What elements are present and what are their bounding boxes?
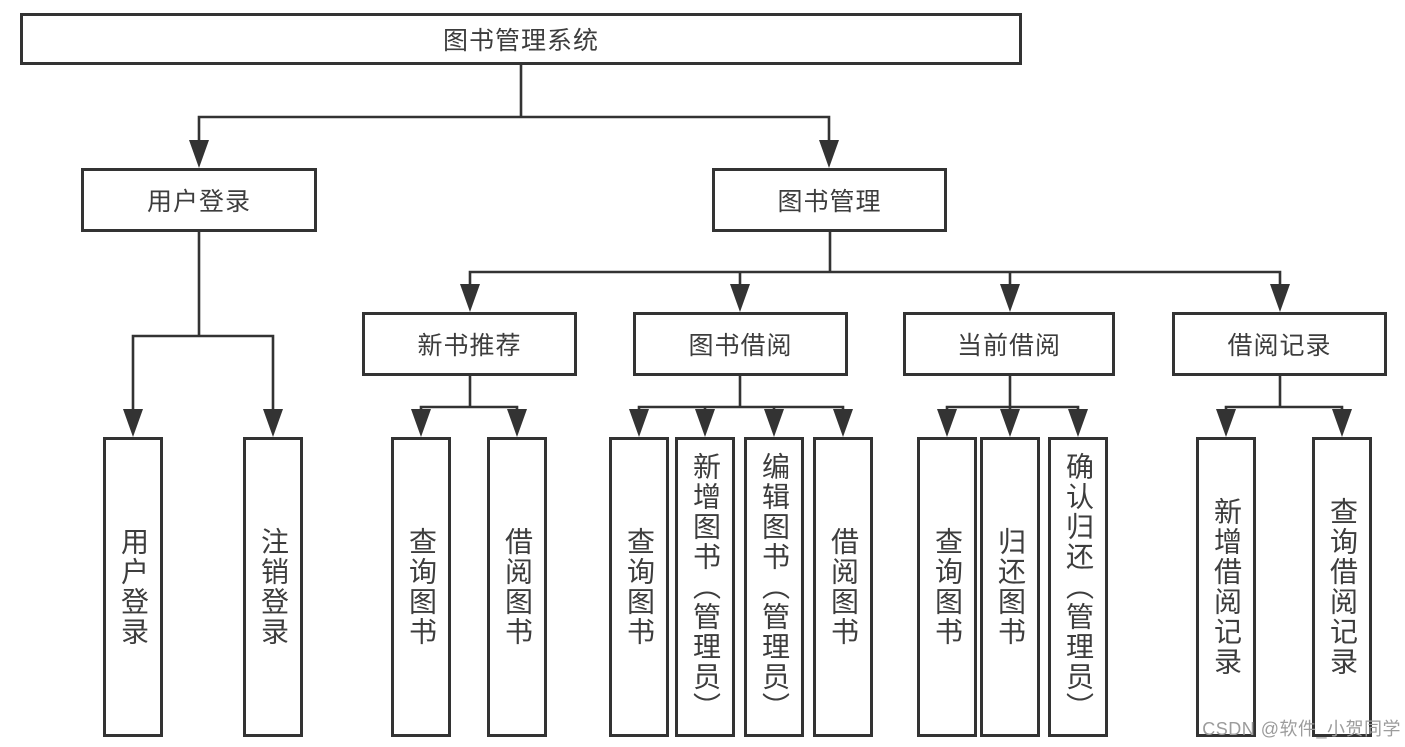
leaf-label: 新增借阅记录 <box>1211 497 1242 677</box>
arrowhead-icon <box>460 284 480 312</box>
arrowhead-icon <box>1000 284 1020 312</box>
arrowhead-icon <box>1332 409 1352 437</box>
arrowhead-icon <box>123 409 143 437</box>
node-current-borrow: 当前借阅 <box>903 312 1115 376</box>
leaf-current-return-book: 归还图书 <box>980 437 1040 737</box>
arrowhead-icon <box>507 409 527 437</box>
leaf-label: 查询图书 <box>624 527 655 647</box>
node-user-login: 用户登录 <box>81 168 317 232</box>
connector-bus-borrow <box>637 405 845 414</box>
leaf-label: 查询图书 <box>406 527 437 647</box>
leaf-label: 借阅图书 <box>502 527 533 647</box>
node-root-system: 图书管理系统 <box>20 13 1022 65</box>
node-book-borrow: 图书借阅 <box>633 312 848 376</box>
leaf-label: 查询借阅记录 <box>1327 497 1358 677</box>
arrowhead-icon <box>189 140 209 168</box>
arrowhead-icon <box>1068 409 1088 437</box>
node-book-management: 图书管理 <box>712 168 947 232</box>
leaf-label: 用户登录 <box>118 527 149 647</box>
leaf-records-query-record: 查询借阅记录 <box>1312 437 1372 737</box>
connector-bus-level3 <box>468 270 1282 290</box>
csdn-watermark: CSDN @软件_小贺同学 <box>1202 719 1401 739</box>
leaf-user-login: 用户登录 <box>103 437 163 737</box>
leaf-recommend-query-book: 查询图书 <box>391 437 451 737</box>
connector-bus-level2 <box>197 115 831 146</box>
node-borrow-records: 借阅记录 <box>1172 312 1387 376</box>
arrowhead-icon <box>819 140 839 168</box>
arrowhead-icon <box>1216 409 1236 437</box>
connector-bus-records <box>1224 405 1344 414</box>
leaf-current-query-book: 查询图书 <box>917 437 977 737</box>
arrowhead-icon <box>629 409 649 437</box>
leaf-recommend-borrow-book: 借阅图书 <box>487 437 547 737</box>
arrowhead-icon <box>730 284 750 312</box>
arrowhead-icon <box>833 409 853 437</box>
leaf-label: 编辑图书（管理员） <box>759 452 790 722</box>
connector-bus-userlogin <box>131 334 275 414</box>
arrowhead-icon <box>263 409 283 437</box>
leaf-label: 归还图书 <box>995 527 1026 647</box>
arrowhead-icon <box>411 409 431 437</box>
leaf-logout-login: 注销登录 <box>243 437 303 737</box>
leaf-label: 注销登录 <box>258 527 289 647</box>
leaf-borrow-edit-book-admin: 编辑图书（管理员） <box>744 437 804 737</box>
arrowhead-icon <box>1270 284 1290 312</box>
leaf-label: 查询图书 <box>932 527 963 647</box>
arrowhead-group <box>123 140 1352 437</box>
leaf-label: 新增图书（管理员） <box>690 452 721 722</box>
leaf-label: 借阅图书 <box>828 527 859 647</box>
arrowhead-icon <box>1000 409 1020 437</box>
leaf-records-add-record: 新增借阅记录 <box>1196 437 1256 737</box>
node-new-book-recommend: 新书推荐 <box>362 312 577 376</box>
leaf-label: 确认归还（管理员） <box>1063 452 1094 722</box>
leaf-borrow-add-book-admin: 新增图书（管理员） <box>675 437 735 737</box>
connector-bus-recommend <box>419 405 519 414</box>
arrowhead-icon <box>695 409 715 437</box>
leaf-current-confirm-return-admin: 确认归还（管理员） <box>1048 437 1108 737</box>
leaf-borrow-borrow-book: 借阅图书 <box>813 437 873 737</box>
arrowhead-icon <box>764 409 784 437</box>
leaf-borrow-query-book: 查询图书 <box>609 437 669 737</box>
arrowhead-icon <box>937 409 957 437</box>
